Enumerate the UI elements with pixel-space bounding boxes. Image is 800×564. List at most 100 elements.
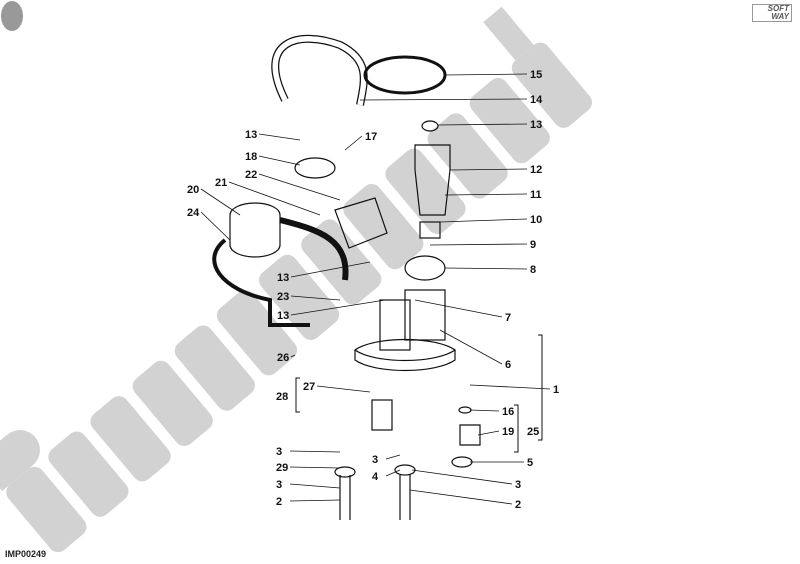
callout-label: 26	[277, 352, 289, 364]
callout-label: 15	[530, 69, 542, 81]
watermark-glyph	[0, 430, 40, 492]
callout-3: 3	[276, 446, 341, 458]
leader-line	[429, 243, 528, 246]
callout-label: 8	[530, 264, 536, 276]
callout-13: 13	[277, 261, 371, 284]
leader-line	[258, 133, 301, 141]
callout-label: 7	[505, 312, 511, 324]
watermark-glyph	[216, 290, 298, 376]
callout-label: 3	[372, 454, 378, 466]
callout-label: 28	[276, 391, 288, 403]
callout-label: 2	[276, 496, 282, 508]
o-ring	[363, 55, 447, 95]
callout-label: 3	[276, 479, 282, 491]
callout-label: 18	[245, 151, 257, 163]
group-bracket	[295, 377, 300, 413]
watermark	[0, 1, 688, 553]
callout-label: 23	[277, 291, 289, 303]
watermark-glyph	[483, 6, 534, 61]
callout-label: 29	[276, 462, 288, 474]
leader-line	[385, 469, 401, 477]
leader-line	[444, 73, 528, 76]
group-bracket	[514, 404, 519, 453]
callout-16: 16	[469, 406, 514, 418]
leader-line	[359, 98, 528, 101]
callout-4: 4	[372, 469, 401, 483]
watermark-glyph	[90, 396, 171, 482]
leader-line	[289, 499, 341, 502]
watermark-glyph	[511, 42, 592, 128]
leader-line	[344, 135, 363, 151]
leader-line	[258, 173, 341, 201]
callout-13: 13	[277, 299, 386, 322]
callout-label: 22	[245, 169, 257, 181]
filter-housing	[414, 144, 451, 216]
pump-base	[354, 338, 457, 372]
leader-line	[258, 155, 301, 166]
callout-label: 1	[553, 384, 559, 396]
callout-14: 14	[359, 94, 543, 106]
watermark-glyph	[48, 431, 129, 517]
leader-line	[477, 430, 500, 436]
callout-label: 13	[277, 272, 289, 284]
callout-label: 27	[303, 381, 315, 393]
callout-5: 5	[470, 457, 533, 469]
leader-line	[200, 211, 231, 241]
watermark-glyph	[6, 466, 87, 553]
leader-line	[200, 188, 241, 216]
watermark-glyph	[259, 254, 340, 340]
watermark-glyph	[427, 113, 508, 199]
callout-8: 8	[444, 264, 536, 276]
callout-2: 2	[409, 489, 521, 511]
leader-line	[469, 384, 551, 390]
watermark-picture	[0, 6, 592, 553]
callout-26: 26	[277, 352, 296, 364]
callout-15: 15	[444, 69, 542, 81]
callout-23: 23	[277, 291, 341, 303]
callout-label: 17	[365, 131, 377, 143]
callout-label: 10	[530, 214, 542, 226]
callout-29: 29	[276, 462, 341, 474]
drawing-code: IMP00249	[5, 549, 47, 559]
leader-line	[444, 193, 528, 196]
callout-label: 25	[527, 426, 539, 438]
leader-line	[289, 483, 341, 489]
callout-label: 19	[502, 426, 514, 438]
fuel-filter	[334, 197, 388, 249]
leader-line	[290, 261, 371, 278]
logo-mark-icon	[1, 1, 23, 31]
callout-label: 13	[245, 129, 257, 141]
callout-7: 7	[414, 299, 511, 324]
callout-label: 2	[515, 499, 521, 511]
callout-label: 20	[187, 184, 199, 196]
callout-11: 11	[444, 189, 542, 201]
callout-label: 13	[530, 119, 542, 131]
callout-10: 10	[439, 214, 542, 226]
callout-label: 14	[530, 94, 543, 106]
callout-25: 25	[527, 426, 539, 438]
callout-19: 19	[477, 426, 514, 438]
callout-9: 9	[429, 239, 536, 251]
callout-28: 28	[276, 391, 288, 403]
leader-line	[411, 469, 513, 485]
callout-18: 18	[245, 151, 301, 166]
gear-icon	[642, 55, 688, 101]
parts-drawing	[212, 34, 481, 520]
callout-label: 5	[527, 457, 533, 469]
callout-label: 13	[277, 310, 289, 322]
callout-label: 4	[372, 471, 379, 483]
leader-line	[449, 168, 528, 171]
leader-line	[290, 299, 386, 316]
leader-line	[290, 295, 341, 301]
leader-line	[316, 385, 371, 393]
watermark-glyph	[343, 184, 424, 270]
callout-12: 12	[449, 164, 542, 176]
callout-24: 24	[187, 207, 231, 241]
callout-label: 16	[502, 406, 514, 418]
callout-22: 22	[245, 169, 341, 201]
leader-line	[289, 466, 341, 469]
leader-line	[289, 450, 341, 453]
callout-label: 3	[276, 446, 282, 458]
